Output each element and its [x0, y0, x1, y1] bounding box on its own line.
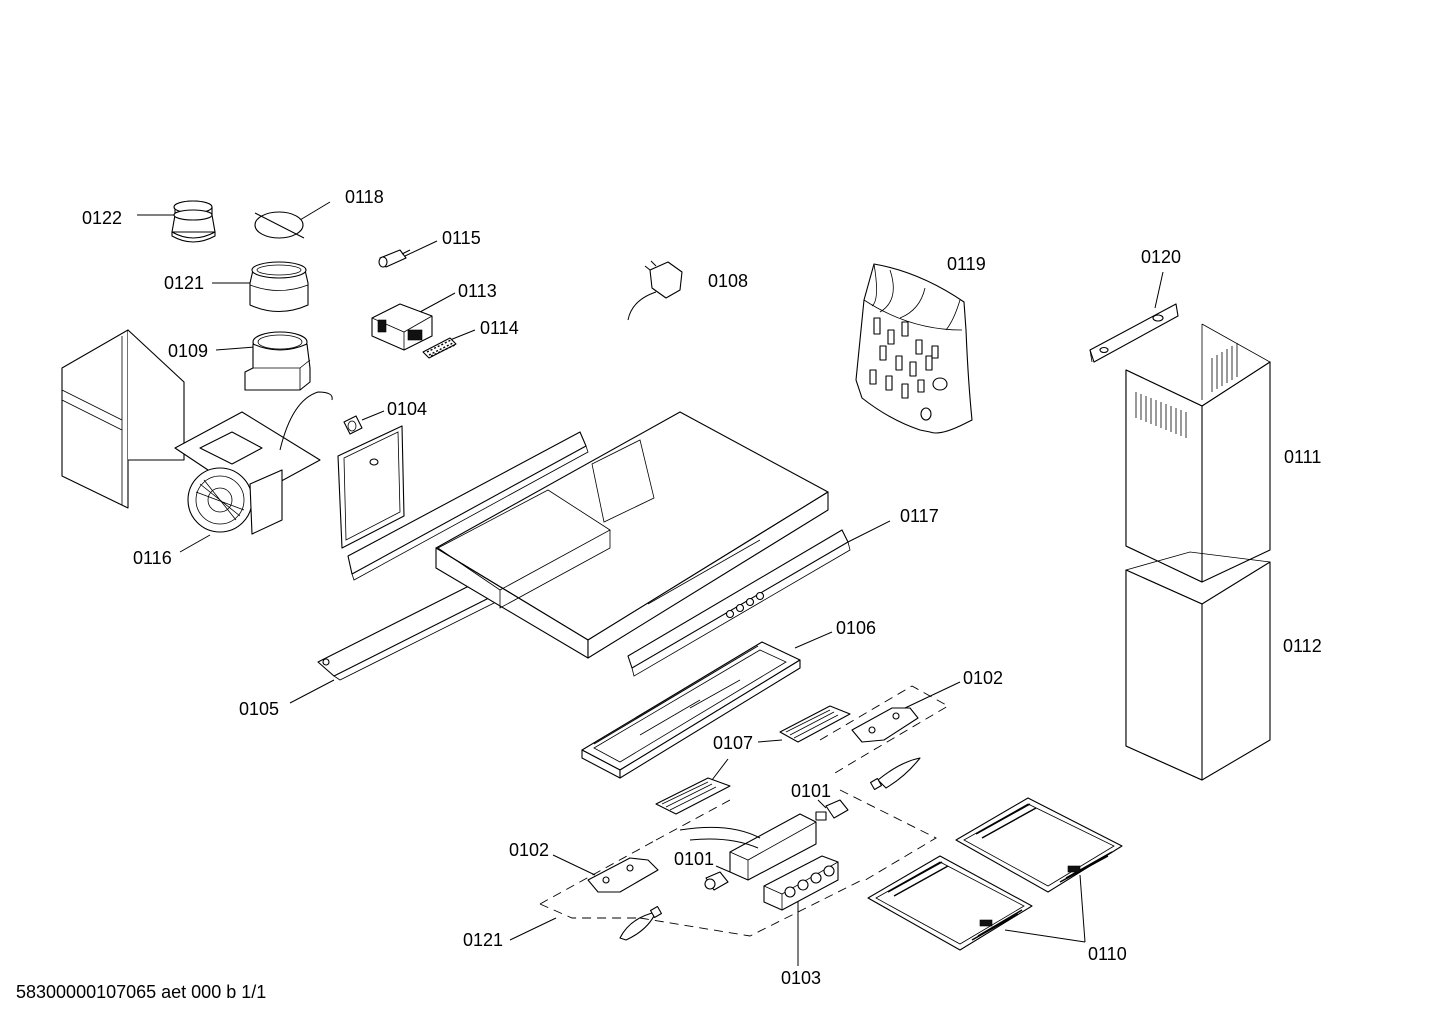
document-id: 58300000107065 aet 000 b 1/1 [16, 982, 266, 1002]
part-0114-mesh [422, 337, 457, 359]
label-0105: 0105 [239, 699, 279, 719]
part-0104-strain-relief [343, 415, 363, 435]
part-0118-damper-flap [254, 211, 305, 239]
part-0119-hardware-bag [855, 263, 973, 434]
label-0116: 0116 [133, 548, 172, 568]
label-0106: 0106 [836, 618, 876, 638]
label-0121-top: 0121 [164, 273, 204, 293]
label-0102-top: 0102 [963, 668, 1003, 688]
part-lamp-bulb-right [869, 757, 921, 791]
part-0113-electrical-box [371, 303, 433, 351]
label-0104: 0104 [387, 399, 427, 419]
label-0122: 0122 [82, 208, 122, 228]
part-cover-plate [337, 425, 405, 549]
label-0119: 0119 [947, 254, 986, 274]
part-0107-lens-right [779, 705, 851, 743]
part-0102-lamp-holder-right [851, 707, 919, 743]
part-0122-reducer [171, 200, 216, 243]
hardware-screws [869, 317, 948, 421]
part-0110-grease-filter-front [867, 855, 1033, 951]
part-0117-control-strip [627, 529, 851, 677]
part-labels: 0122 0118 0115 0121 0113 0108 0119 0120 … [82, 187, 1322, 988]
part-0112-lower-chimney [1125, 551, 1271, 781]
label-0115: 0115 [442, 228, 481, 248]
label-0102-bottom: 0102 [509, 840, 549, 860]
label-0114: 0114 [480, 318, 519, 338]
part-0108-power-plug [627, 260, 683, 321]
part-hood-body [435, 411, 829, 659]
label-0120: 0120 [1141, 247, 1181, 267]
label-0103: 0103 [781, 968, 821, 988]
label-0109: 0109 [168, 341, 208, 361]
part-0110-grease-filter-back [955, 797, 1123, 893]
leader-lines [137, 201, 1164, 966]
label-0113: 0113 [458, 281, 497, 301]
label-0108: 0108 [708, 271, 748, 291]
part-0120-bracket [1089, 303, 1179, 363]
part-lamp-bulb-left [619, 905, 663, 941]
part-0101-socket-bottom [704, 871, 729, 891]
label-0107: 0107 [713, 733, 753, 753]
label-0117: 0117 [900, 506, 939, 526]
label-0110: 0110 [1088, 944, 1127, 964]
part-0111-upper-chimney [1125, 323, 1271, 583]
part-0115-capacitor [378, 249, 411, 268]
part-0101-socket-top [815, 799, 849, 821]
part-0121-duct-ring [249, 261, 309, 313]
part-0106-filter-frame [581, 641, 801, 779]
part-0101-transformer [679, 813, 817, 881]
part-0107-lens-left [655, 777, 731, 815]
label-0111: 0111 [1284, 447, 1321, 467]
lighting-group-outline [539, 685, 949, 937]
label-0101-bottom: 0101 [674, 849, 714, 869]
part-0109-duct-adapter [244, 331, 311, 391]
label-0118: 0118 [345, 187, 384, 207]
vent-slots-upper [1135, 343, 1238, 438]
label-0112: 0112 [1283, 636, 1322, 656]
part-0103-switch-module [763, 855, 839, 911]
label-0121-bottom: 0121 [463, 930, 503, 950]
label-0101-top: 0101 [791, 781, 831, 801]
part-0116-blower-assembly [61, 329, 333, 535]
part-0102-lamp-holder-left [587, 857, 659, 893]
